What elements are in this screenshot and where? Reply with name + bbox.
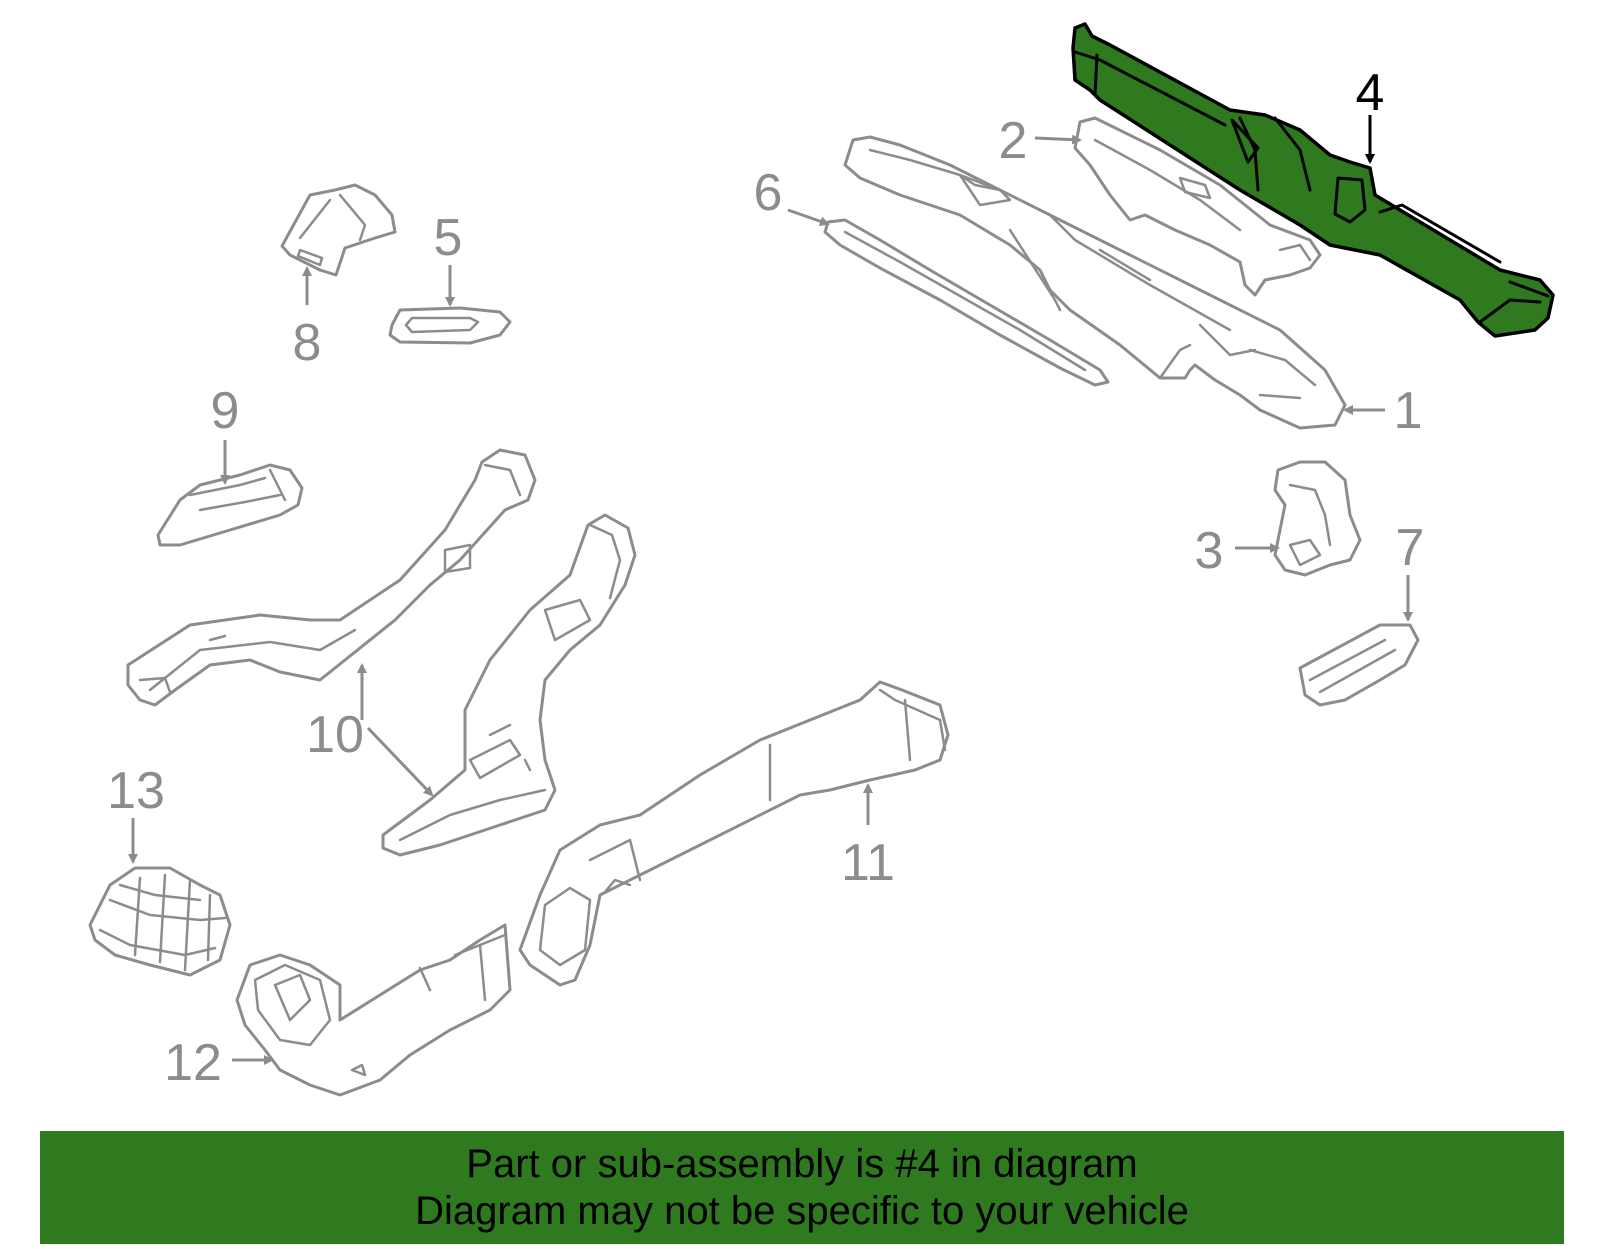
part-6-strip[interactable] bbox=[823, 218, 1110, 387]
part-12-duct[interactable] bbox=[235, 923, 512, 1097]
callout-11[interactable]: 11 bbox=[841, 834, 895, 892]
part-2-bracket[interactable] bbox=[1073, 116, 1322, 297]
callout-5[interactable]: 5 bbox=[434, 209, 463, 267]
callout-9[interactable]: 9 bbox=[211, 382, 240, 440]
part-4-duct[interactable] bbox=[1071, 22, 1555, 338]
callout-13[interactable]: 13 bbox=[107, 762, 165, 820]
callout-1[interactable]: 1 bbox=[1394, 382, 1423, 440]
banner-line-1: Part or sub-assembly is #4 in diagram bbox=[466, 1141, 1138, 1186]
callout-4[interactable]: 4 bbox=[1356, 64, 1385, 122]
part-13-vent[interactable] bbox=[88, 866, 232, 977]
callout-7[interactable]: 7 bbox=[1396, 519, 1425, 577]
part-10-upper-duct[interactable] bbox=[126, 448, 537, 707]
part-8-vent[interactable] bbox=[280, 183, 397, 277]
part-7-vent[interactable] bbox=[1298, 623, 1420, 707]
callout-6[interactable]: 6 bbox=[754, 164, 783, 222]
banner-line-2: Diagram may not be specific to your vehi… bbox=[415, 1188, 1189, 1233]
part-9-duct[interactable] bbox=[156, 463, 304, 547]
callouts: 4 2 6 1 3 7 5 8 9 10 11 12 13 bbox=[107, 64, 1424, 1092]
callout-8[interactable]: 8 bbox=[293, 314, 322, 372]
part-10-lower-duct[interactable] bbox=[381, 513, 637, 857]
callout-12[interactable]: 12 bbox=[164, 1034, 222, 1092]
callout-3[interactable]: 3 bbox=[1195, 522, 1224, 580]
part-1-duct[interactable] bbox=[843, 135, 1347, 430]
leader-lines bbox=[128, 115, 1413, 1065]
callout-2[interactable]: 2 bbox=[999, 112, 1028, 170]
part-11-duct[interactable] bbox=[518, 680, 950, 987]
info-banner: Part or sub-assembly is #4 in diagram Di… bbox=[40, 1131, 1564, 1244]
part-5-panel[interactable] bbox=[388, 306, 512, 345]
part-3-connector[interactable] bbox=[1273, 460, 1362, 577]
callout-10[interactable]: 10 bbox=[306, 706, 364, 764]
